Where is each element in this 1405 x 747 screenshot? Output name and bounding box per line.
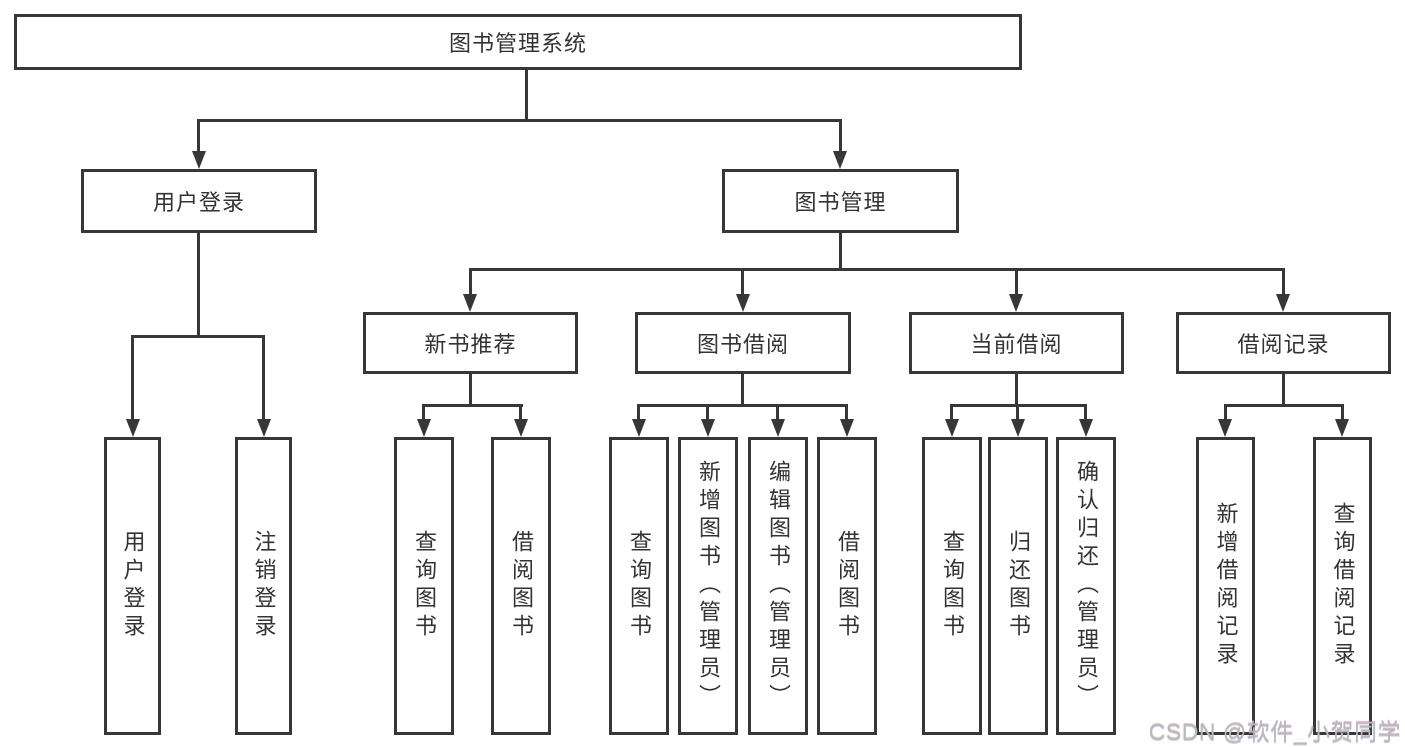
- connector-line: [706, 404, 709, 422]
- arrowhead-down-icon: [1079, 419, 1093, 437]
- leaf-logout: 注销登录: [235, 437, 292, 735]
- leaf-query-books-current: 查询图书: [922, 437, 982, 735]
- leaf-logout-label: 注销登录: [251, 530, 277, 642]
- connector-line: [422, 404, 425, 422]
- node-user-login-label: 用户登录: [152, 190, 245, 215]
- node-book-borrow-label: 图书借阅: [696, 332, 789, 357]
- leaf-query-books-recommend-label: 查询图书: [412, 530, 437, 642]
- connector-line: [131, 335, 134, 423]
- leaf-edit-book-admin: 编辑图书（管理员）: [748, 437, 808, 735]
- leaf-query-books-recommend: 查询图书: [394, 437, 454, 735]
- arrowhead-down-icon: [417, 419, 431, 437]
- leaf-add-borrow-record: 新增借阅记录: [1196, 437, 1255, 735]
- connector-line: [1282, 374, 1285, 407]
- connector-line: [839, 233, 842, 271]
- leaf-borrow-books-label: 借阅图书: [835, 530, 860, 642]
- leaf-query-books-borrow: 查询图书: [609, 437, 669, 735]
- node-new-book-recommend-label: 新书推荐: [424, 332, 517, 357]
- connector-line: [519, 404, 522, 422]
- leaf-add-book-admin-label: 新增图书（管理员）: [696, 460, 721, 712]
- arrowhead-down-icon: [126, 419, 140, 437]
- connector-line: [637, 404, 848, 407]
- arrowhead-down-icon: [632, 419, 646, 437]
- connector-line: [1016, 404, 1019, 422]
- node-book-management: 图书管理: [722, 169, 959, 233]
- arrowhead-down-icon: [736, 294, 750, 312]
- connector-line: [525, 68, 528, 121]
- connector-line: [741, 268, 744, 298]
- leaf-confirm-return-admin: 确认归还（管理员）: [1056, 437, 1116, 735]
- leaf-return-book: 归还图书: [988, 437, 1048, 735]
- connector-line: [776, 404, 779, 422]
- node-current-borrow-label: 当前借阅: [970, 332, 1063, 357]
- connector-line: [637, 404, 640, 422]
- arrowhead-down-icon: [701, 419, 715, 437]
- connector-line: [469, 268, 472, 298]
- node-root: 图书管理系统: [14, 14, 1022, 70]
- leaf-add-book-admin: 新增图书（管理员）: [678, 437, 738, 735]
- leaf-user-login-label: 用户登录: [120, 530, 146, 642]
- leaf-borrow-books-recommend: 借阅图书: [491, 437, 551, 735]
- connector-line: [741, 374, 744, 407]
- node-book-management-label: 图书管理: [794, 190, 887, 215]
- connector-line: [845, 404, 848, 422]
- arrowhead-down-icon: [1011, 419, 1025, 437]
- arrowhead-down-icon: [514, 419, 528, 437]
- leaf-borrow-books-recommend-label: 借阅图书: [509, 530, 534, 642]
- node-root-label: 图书管理系统: [448, 31, 587, 56]
- connector-line: [1015, 268, 1018, 298]
- node-borrow-records-label: 借阅记录: [1237, 332, 1330, 357]
- connector-line: [422, 404, 523, 407]
- arrowhead-down-icon: [833, 151, 847, 169]
- leaf-edit-book-admin-label: 编辑图书（管理员）: [766, 460, 791, 712]
- connector-line: [1341, 404, 1344, 422]
- leaf-confirm-return-admin-label: 确认归还（管理员）: [1074, 460, 1099, 712]
- arrowhead-down-icon: [1218, 419, 1232, 437]
- arrowhead-down-icon: [1276, 294, 1290, 312]
- connector-line: [1224, 404, 1344, 407]
- arrowhead-down-icon: [1009, 294, 1023, 312]
- connector-line: [1015, 374, 1018, 407]
- leaf-user-login: 用户登录: [104, 437, 161, 735]
- connector-line: [197, 119, 200, 155]
- connector-line: [131, 335, 265, 338]
- connector-line: [469, 268, 1285, 271]
- leaf-query-borrow-record-label: 查询借阅记录: [1330, 502, 1356, 670]
- connector-line: [1084, 404, 1087, 422]
- arrowhead-down-icon: [1335, 419, 1349, 437]
- connector-line: [839, 119, 842, 155]
- node-user-login: 用户登录: [81, 169, 317, 233]
- connector-line: [262, 335, 265, 423]
- node-new-book-recommend: 新书推荐: [363, 312, 578, 374]
- node-current-borrow: 当前借阅: [909, 312, 1124, 374]
- arrowhead-down-icon: [840, 419, 854, 437]
- arrowhead-down-icon: [771, 419, 785, 437]
- node-book-borrow: 图书借阅: [635, 312, 851, 374]
- leaf-query-borrow-record: 查询借阅记录: [1313, 437, 1372, 735]
- leaf-return-book-label: 归还图书: [1006, 530, 1031, 642]
- connector-line: [197, 119, 842, 122]
- connector-line: [1224, 404, 1227, 422]
- leaf-borrow-books: 借阅图书: [817, 437, 877, 735]
- connector-line: [197, 233, 200, 337]
- arrowhead-down-icon: [463, 294, 477, 312]
- arrowhead-down-icon: [192, 151, 206, 169]
- arrowhead-down-icon: [945, 419, 959, 437]
- leaf-query-books-borrow-label: 查询图书: [627, 530, 652, 642]
- connector-line: [1282, 268, 1285, 298]
- node-borrow-records: 借阅记录: [1176, 312, 1391, 374]
- leaf-query-books-current-label: 查询图书: [940, 530, 965, 642]
- connector-line: [469, 374, 472, 407]
- arrowhead-down-icon: [257, 419, 271, 437]
- connector-line: [950, 404, 953, 422]
- leaf-add-borrow-record-label: 新增借阅记录: [1213, 502, 1239, 670]
